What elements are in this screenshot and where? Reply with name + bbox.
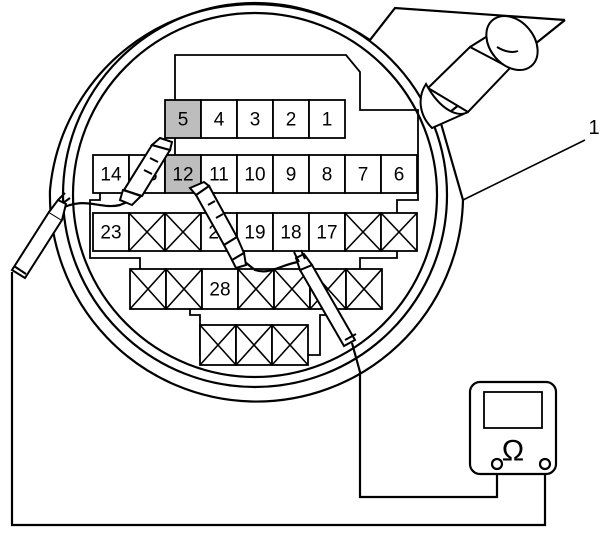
left-probe <box>10 192 71 280</box>
blank-cavity-cross <box>129 268 167 310</box>
pin-label-9: 9 <box>286 165 297 186</box>
pin-label-1: 1 <box>322 110 333 131</box>
wire-left-probe <box>57 198 133 211</box>
test-wires <box>10 198 547 527</box>
connector-cavities: 5432114131211109876232019181728 <box>92 99 418 366</box>
pin-label-6: 6 <box>394 165 405 186</box>
meter-terminal-left <box>490 457 504 471</box>
pin-cavity-10 <box>236 154 274 194</box>
pin-label-18: 18 <box>280 223 301 244</box>
pin-label-28: 28 <box>209 280 230 301</box>
pin-label-7: 7 <box>358 165 369 186</box>
ohmmeter <box>468 380 558 476</box>
pin-label-8: 8 <box>322 165 333 186</box>
wire-left-lead <box>10 272 547 527</box>
wire-right-probe <box>239 257 299 273</box>
pin-label-12: 12 <box>172 165 193 186</box>
pin-label-11: 11 <box>209 165 229 186</box>
blank-cavity-cross <box>345 268 383 310</box>
meter-display <box>483 391 543 429</box>
right-probe <box>293 249 357 348</box>
blank-cavity-cross <box>271 324 309 366</box>
pin-cavity-7 <box>344 154 382 194</box>
blank-cavity-cross <box>199 324 237 366</box>
blank-cavity-cross <box>237 268 275 310</box>
pin-cavity-8 <box>308 154 346 194</box>
pin-label-5: 5 <box>178 110 189 131</box>
pin-label-23: 23 <box>100 223 121 244</box>
pin-cavity-23 <box>92 212 130 252</box>
wire-right-lead <box>350 342 499 499</box>
blank-cavity-cross <box>344 212 382 252</box>
blank-cavity-cross <box>165 268 203 310</box>
right-alligator-clip <box>188 180 248 270</box>
blank-cavity-cross <box>128 212 166 252</box>
pin-label-14: 14 <box>100 165 122 186</box>
pin-cavity-17 <box>308 212 346 252</box>
blank-cavity-cross <box>235 324 273 366</box>
connector-face <box>89 54 419 356</box>
pin-label-4: 4 <box>214 110 225 131</box>
blank-cavity-cross <box>309 268 347 310</box>
pin-cavity-1 <box>308 99 346 139</box>
meter-terminal-right <box>538 457 552 471</box>
blank-cavity-cross <box>164 212 202 252</box>
ohm-symbol: Ω <box>502 435 524 468</box>
pin-label-2: 2 <box>286 110 297 131</box>
left-alligator-clip <box>118 136 174 207</box>
pin-cavity-6 <box>380 154 418 194</box>
callout: 1 <box>462 117 600 201</box>
pin-cavity-19 <box>236 212 274 252</box>
blank-cavity-cross <box>380 212 418 252</box>
pin-label-3: 3 <box>250 110 261 131</box>
pin-label-17: 17 <box>316 223 337 244</box>
cable-cylinder <box>419 15 539 130</box>
pin-cavity-5 <box>164 99 202 139</box>
pin-cavity-28 <box>201 268 239 310</box>
pin-label-10: 10 <box>244 165 265 186</box>
callout-number: 1 <box>588 117 599 139</box>
pin-label-19: 19 <box>244 223 265 244</box>
